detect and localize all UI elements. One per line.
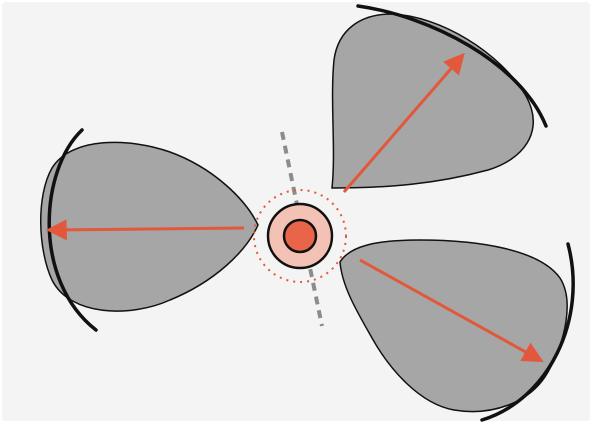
lobe-upper-right [332, 14, 533, 188]
arrow-left [50, 228, 244, 230]
center-inner-dot [284, 220, 316, 252]
